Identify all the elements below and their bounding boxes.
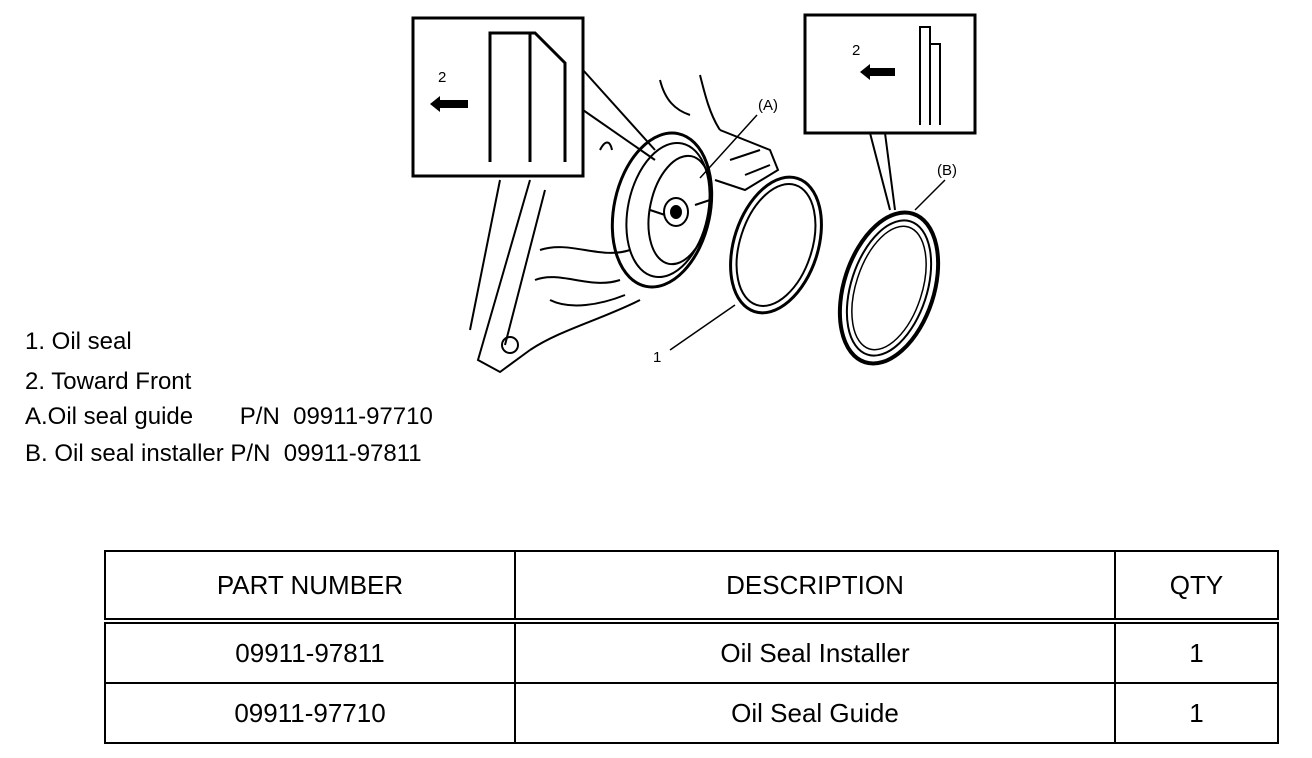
guide-label: (A) (758, 97, 778, 114)
oil-seal-label: 1 (653, 349, 661, 366)
legend-item-seal-guide: A.Oil seal guide P/N 09911-97710 (25, 403, 433, 430)
header-part-number: PART NUMBER (104, 550, 516, 624)
cell-description: Oil Seal Guide (514, 682, 1116, 744)
oil-seal-ring (729, 175, 823, 315)
header-qty: QTY (1114, 550, 1279, 624)
arrow-left-icon (430, 96, 468, 112)
inset-left (411, 16, 656, 178)
parts-table: PART NUMBER DESCRIPTION QTY 09911-97811 … (104, 550, 1279, 744)
front-label-left: 2 (438, 69, 446, 86)
inset-right (803, 13, 977, 211)
oil-seal-installer-ring (837, 210, 941, 366)
legend-item-seal-installer: B. Oil seal installer P/N 09911-97811 (25, 440, 422, 467)
cell-part-number: 09911-97811 (104, 620, 516, 684)
legend-item-toward-front: 2. Toward Front (25, 368, 192, 395)
cell-qty: 1 (1114, 620, 1279, 684)
legend-item-oil-seal: 1. Oil seal (25, 328, 132, 355)
header-description: DESCRIPTION (514, 550, 1116, 624)
arrow-right-icon (860, 64, 895, 80)
oil-seal-installation-diagram: 2 2 (A) (B) 1 (411, 13, 977, 374)
seal-guide-flange (610, 131, 714, 289)
installer-label: (B) (937, 162, 957, 179)
table-header-row: PART NUMBER DESCRIPTION QTY (104, 550, 1279, 624)
table-row: 09911-97710 Oil Seal Guide 1 (104, 682, 1279, 744)
cell-part-number: 09911-97710 (104, 682, 516, 744)
engine-housing-sketch (469, 74, 780, 374)
table-row: 09911-97811 Oil Seal Installer 1 (104, 620, 1279, 684)
cell-description: Oil Seal Installer (514, 620, 1116, 684)
cell-qty: 1 (1114, 682, 1279, 744)
front-label-right: 2 (852, 42, 860, 59)
